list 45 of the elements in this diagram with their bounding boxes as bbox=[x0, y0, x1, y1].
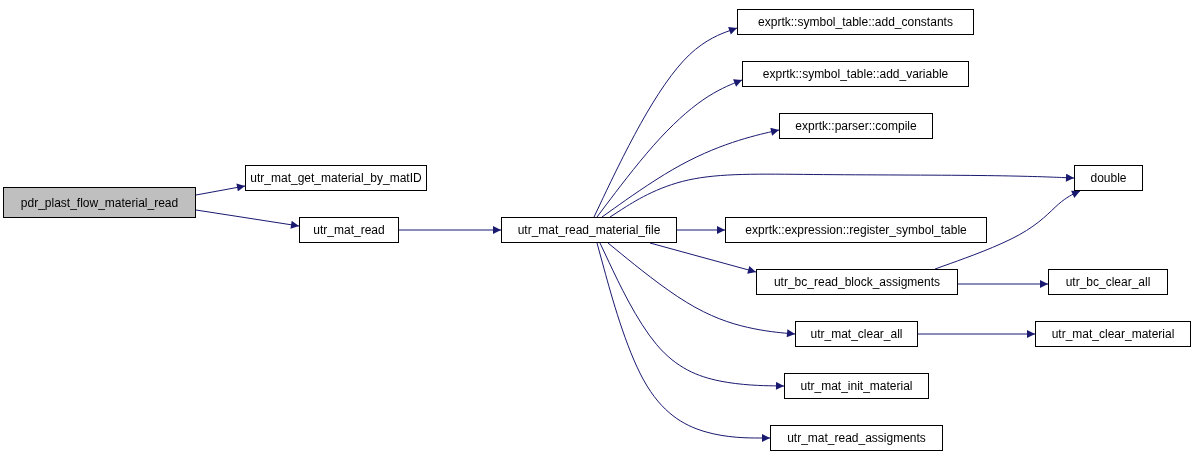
function-name: utr_mat_read_assigments bbox=[787, 431, 926, 445]
function-name: utr_mat_clear_material bbox=[1051, 327, 1175, 341]
function-box bbox=[1048, 269, 1168, 295]
function-box bbox=[1074, 165, 1143, 191]
arrow bbox=[596, 79, 743, 218]
function-name: pdr_plast_flow_material_read bbox=[20, 195, 179, 210]
arrow bbox=[934, 190, 1081, 270]
function-name: utr_mat_init_material bbox=[800, 379, 913, 393]
function-name: utr_mat_clear_all bbox=[810, 327, 903, 341]
arrow bbox=[195, 209, 300, 229]
arrow bbox=[599, 242, 785, 390]
arrow bbox=[593, 26, 738, 218]
arrow bbox=[607, 242, 796, 338]
function-box bbox=[737, 9, 974, 35]
function-name: utr_bc_clear_all bbox=[1065, 275, 1151, 289]
function-name: exprtk::expression::register_symbol_table bbox=[745, 223, 967, 237]
function-name: utr_mat_get_material_by_matID bbox=[250, 171, 422, 185]
function-name: exprtk::symbol_table::add_variable bbox=[762, 67, 949, 81]
function-name: exprtk::symbol_table::add_constants bbox=[758, 15, 953, 29]
arrow bbox=[649, 242, 757, 274]
function-box bbox=[770, 425, 943, 451]
function-name: utr_mat_read_material_file bbox=[517, 223, 661, 237]
function-name: utr_bc_read_block_assigments bbox=[773, 275, 941, 289]
arrow bbox=[195, 183, 246, 196]
function-box bbox=[725, 217, 987, 243]
arrow bbox=[609, 173, 1075, 218]
function-box bbox=[3, 187, 196, 218]
function-name: double bbox=[1090, 171, 1127, 185]
arrow bbox=[676, 226, 726, 234]
function-box bbox=[501, 217, 677, 243]
function-box bbox=[784, 373, 929, 399]
function-box bbox=[742, 61, 969, 87]
function-box bbox=[795, 321, 918, 347]
arrow bbox=[917, 330, 1036, 338]
arrow bbox=[601, 127, 780, 218]
function-box bbox=[245, 165, 427, 191]
arrow bbox=[398, 226, 502, 234]
function-name: exprtk::parser::compile bbox=[795, 119, 917, 133]
function-box bbox=[1035, 321, 1191, 347]
arrow bbox=[957, 280, 1049, 288]
arrow bbox=[596, 242, 771, 442]
function-box bbox=[779, 113, 933, 139]
function-name: utr_mat_read bbox=[313, 223, 385, 237]
function-box bbox=[299, 217, 399, 243]
function-box bbox=[756, 269, 958, 295]
